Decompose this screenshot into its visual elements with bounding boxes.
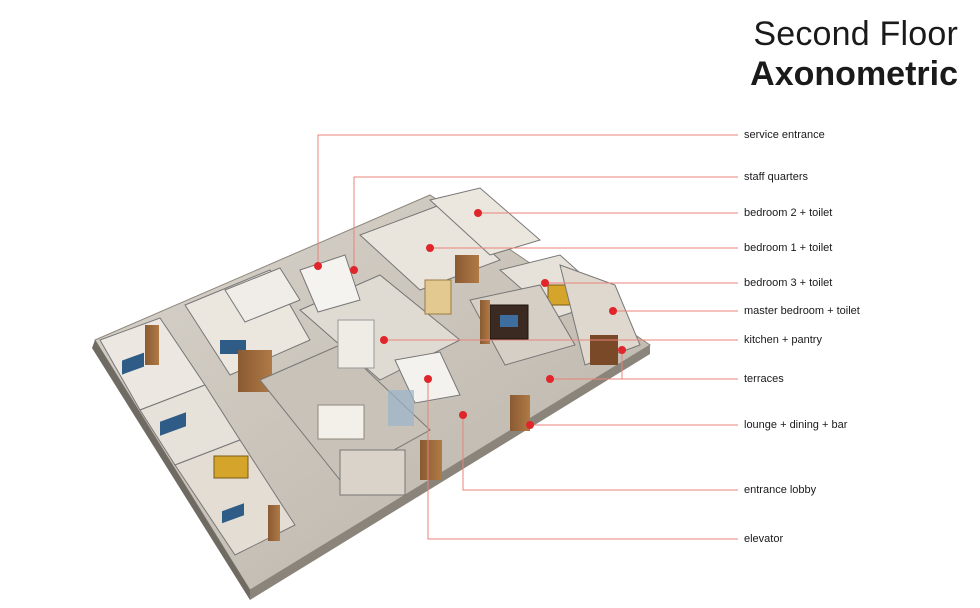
staff-block [224,267,301,323]
marker-terraces-2 [618,346,626,354]
markers [314,209,626,429]
marker-bedroom-3 [541,279,549,287]
feature-wall [337,319,375,369]
bedroom-left-3 [174,439,296,556]
page-title-line1: Second Floor [753,15,958,53]
slab-edge-right [250,345,650,600]
building-model [92,187,651,600]
artwork-yellow [213,455,249,479]
leader-service-entrance [317,134,738,266]
bed-blue-1 [122,352,144,375]
tv-screen [500,315,518,327]
label-terraces: terraces [744,373,784,385]
bedroom-2-block [428,187,542,256]
leader-staff-quarters [353,176,738,270]
marker-elevator [424,375,432,383]
marker-bedroom-1 [426,244,434,252]
label-staff-quarters: staff quarters [744,171,808,183]
kitchen-art [424,279,452,315]
bed-blue-3 [222,503,244,524]
leader-lines [317,134,738,540]
leader-entrance-lobby [462,415,738,491]
label-bedroom-1: bedroom 1 + toilet [744,242,833,254]
lobby-wall [339,449,406,496]
page-title-line2: Axonometric [750,55,958,93]
lobby-doors [420,440,442,480]
wood-panel-left [145,325,159,365]
label-kitchen-pantry: kitchen + pantry [744,334,822,346]
marker-terraces [546,375,554,383]
marker-bedroom-2 [474,209,482,217]
sofa-set [317,404,365,440]
label-bedroom-3: bedroom 3 + toilet [744,277,833,289]
wood-panel-bar [480,300,490,344]
slab-edge-left [92,340,250,600]
label-entrance-lobby: entrance lobby [744,484,817,496]
terrace-doors [510,395,530,431]
label-master-bedroom: master bedroom + toilet [744,305,860,317]
glass-panel [388,390,414,426]
marker-service-entrance [314,262,322,270]
marker-staff-quarters [350,266,358,274]
marker-kitchen-pantry [380,336,388,344]
marker-entrance-lobby [459,411,467,419]
label-service-entrance: service entrance [744,129,825,141]
wood-panel-left-2 [268,505,280,541]
marker-lounge [526,421,534,429]
service-stair [299,254,361,313]
wood-panel-kitchen [455,255,479,283]
label-bedroom-2: bedroom 2 + toilet [744,207,833,219]
label-lounge: lounge + dining + bar [744,419,848,431]
label-elevator: elevator [744,533,784,545]
leader-elevator [427,379,738,540]
marker-master-bedroom [609,307,617,315]
bed-blue-2 [160,412,186,436]
